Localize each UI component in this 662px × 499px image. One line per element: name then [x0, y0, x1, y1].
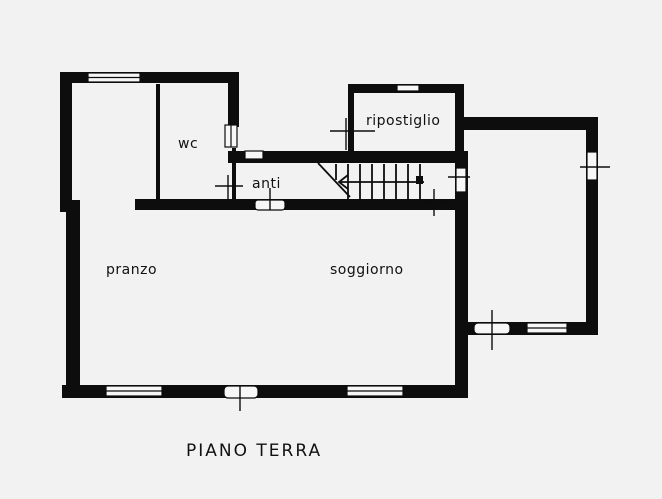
- stairs: [317, 162, 424, 199]
- opening-markers: [215, 118, 610, 411]
- room-label-wc: wc: [178, 136, 199, 152]
- windows: [87, 72, 568, 397]
- room-label-ripostiglio: ripostiglio: [366, 113, 441, 129]
- plan-title: PIANO TERRA: [186, 441, 323, 461]
- room-label-pranzo: pranzo: [106, 262, 158, 278]
- room-label-anti: anti: [252, 176, 281, 192]
- walls: [60, 72, 598, 398]
- stair-arrow-head: [416, 176, 423, 184]
- room-label-soggiorno: soggiorno: [330, 262, 404, 278]
